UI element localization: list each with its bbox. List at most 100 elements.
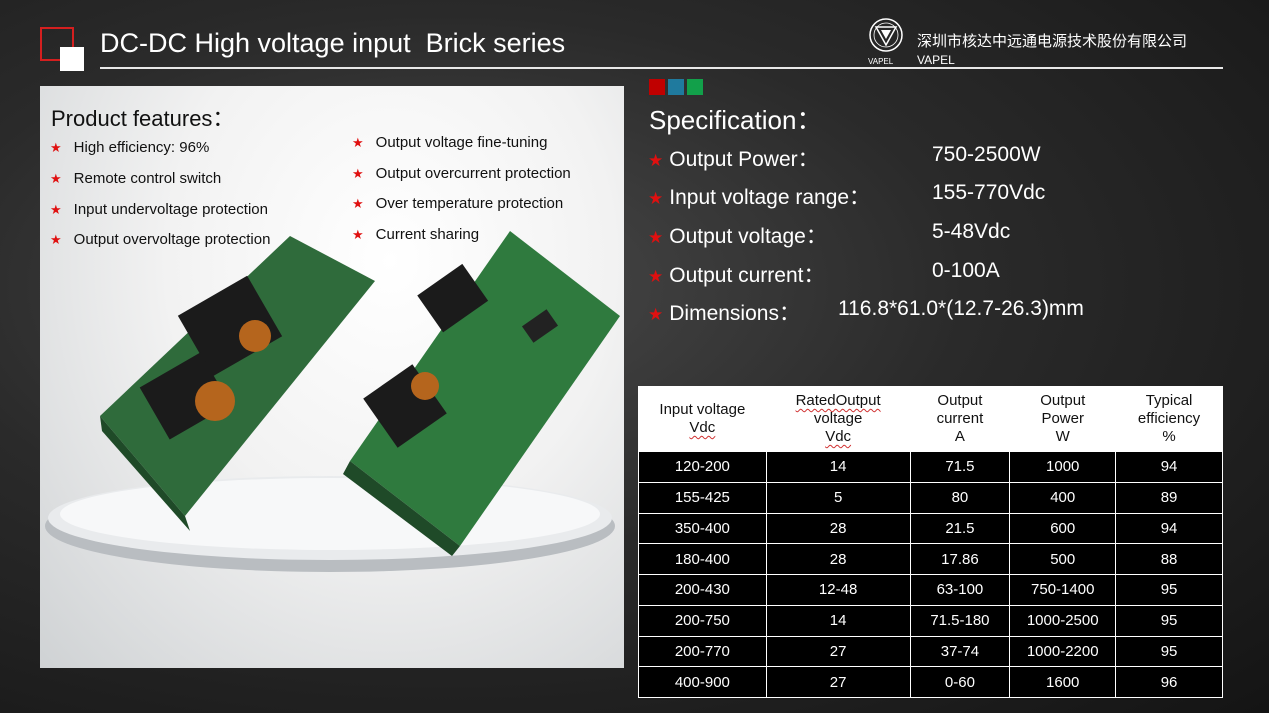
- table-cell: 71.5-180: [909, 604, 1011, 637]
- table-cell: 95: [1115, 635, 1223, 668]
- star-icon: ★: [648, 305, 664, 324]
- title-divider: [100, 67, 1223, 69]
- star-icon: ★: [352, 135, 364, 150]
- table-cell: 89: [1115, 481, 1223, 514]
- accent-squares: [649, 79, 703, 95]
- features-title: Product features：: [51, 106, 235, 131]
- feature-item: ★Output overvoltage protection: [50, 231, 271, 248]
- table-cell: 5: [765, 481, 911, 514]
- table-cell: 37-74: [909, 635, 1011, 668]
- spec-value: 155-770Vdc: [932, 181, 1046, 204]
- table-cell: 400-900: [638, 666, 767, 698]
- star-icon: ★: [352, 196, 364, 211]
- spec-value: 750-2500W: [932, 143, 1041, 166]
- star-icon: ★: [50, 202, 62, 217]
- company-name: 深圳市核达中远通电源技术股份有限公司: [917, 33, 1188, 50]
- star-icon: ★: [648, 189, 664, 208]
- table-cell: 96: [1115, 666, 1223, 698]
- table-cell: 94: [1115, 451, 1223, 483]
- star-icon: ★: [352, 166, 364, 181]
- product-image-panel: Product features： ★High efficiency: 96% …: [40, 86, 624, 668]
- feature-item: ★Remote control switch: [50, 170, 222, 187]
- table-cell: 200-430: [638, 574, 767, 606]
- feature-item: ★Current sharing: [352, 226, 480, 243]
- table-cell: 28: [765, 512, 911, 545]
- spec-title: Specification：: [649, 105, 823, 135]
- table-cell: 95: [1115, 574, 1223, 606]
- table-cell: 200-770: [638, 635, 767, 668]
- star-icon: ★: [50, 232, 62, 247]
- page-title: DC-DC High voltage input Brick series: [100, 28, 566, 58]
- table-cell: 500: [1009, 543, 1117, 575]
- star-icon: ★: [50, 140, 62, 155]
- table-cell: 12-48: [765, 574, 911, 606]
- star-icon: ★: [648, 267, 664, 286]
- feature-item: ★Input undervoltage protection: [50, 201, 268, 218]
- spec-value: 0-100A: [932, 259, 1000, 282]
- table-cell: 0-60: [909, 666, 1011, 698]
- table-cell: 750-1400: [1009, 574, 1117, 606]
- table-cell: 80: [909, 481, 1011, 514]
- table-cell: 1000: [1009, 451, 1117, 483]
- table-cell: 200-750: [638, 604, 767, 637]
- table-cell: 63-100: [909, 574, 1011, 606]
- table-cell: 14: [765, 451, 911, 483]
- product-photo: [45, 231, 620, 572]
- table-cell: 350-400: [638, 512, 767, 545]
- green-square: [687, 79, 703, 95]
- spec-value: 5-48Vdc: [932, 220, 1011, 243]
- table-cell: 155-425: [638, 481, 767, 514]
- star-icon: ★: [50, 171, 62, 186]
- company-logo-icon: [869, 18, 903, 52]
- spec-label: ★Output Power：: [648, 148, 819, 171]
- table-cell: 95: [1115, 604, 1223, 637]
- brand-square-logo: [40, 27, 84, 71]
- table-cell: 88: [1115, 543, 1223, 575]
- feature-item: ★Output voltage fine-tuning: [352, 134, 548, 151]
- company-sub: VAPEL: [917, 53, 955, 67]
- table-cell: 94: [1115, 512, 1223, 545]
- table-cell: 1000-2200: [1009, 635, 1117, 668]
- table-cell: 21.5: [909, 512, 1011, 545]
- logo-label: VAPEL: [868, 57, 894, 66]
- spec-label: ★Dimensions：: [648, 302, 800, 325]
- feature-item: ★Over temperature protection: [352, 195, 564, 212]
- table-cell: 27: [765, 635, 911, 668]
- table-cell: 1600: [1009, 666, 1117, 698]
- feature-item: ★Output overcurrent protection: [352, 165, 571, 182]
- red-square: [649, 79, 665, 95]
- table-cell: 1000-2500: [1009, 604, 1117, 637]
- table-cell: 17.86: [909, 543, 1011, 575]
- table-cell: 120-200: [638, 451, 767, 483]
- spec-label: ★Output current：: [648, 264, 825, 287]
- star-icon: ★: [648, 151, 664, 170]
- star-icon: ★: [648, 228, 664, 247]
- teal-square: [668, 79, 684, 95]
- feature-item: ★High efficiency: 96%: [50, 139, 210, 156]
- spec-value: 116.8*61.0*(12.7-26.3)mm: [838, 297, 1084, 320]
- table-cell: 71.5: [909, 451, 1011, 483]
- table-cell: 14: [765, 604, 911, 637]
- table-cell: 180-400: [638, 543, 767, 575]
- table-cell: 400: [1009, 481, 1117, 514]
- spec-label: ★Output voltage：: [648, 225, 827, 248]
- table-cell: 27: [765, 666, 911, 698]
- logo-inner-square: [60, 47, 84, 71]
- star-icon: ★: [352, 227, 364, 242]
- logo-outer-square: [40, 27, 74, 61]
